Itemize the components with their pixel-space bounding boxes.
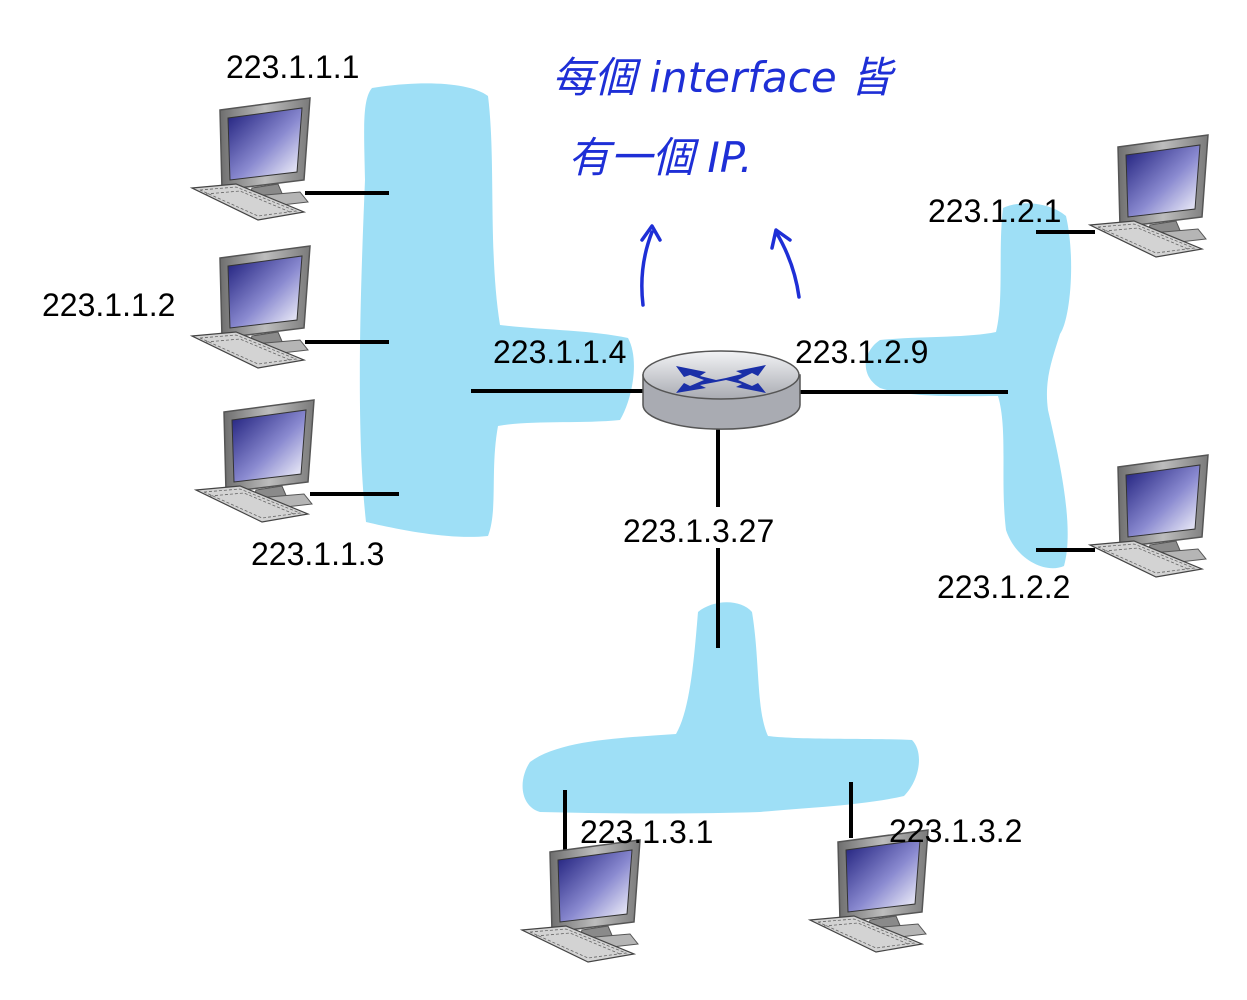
annotation-line-2: 有一個 IP.	[568, 133, 753, 182]
host-223-1-3-1-icon	[521, 839, 641, 963]
host-ip-label: 223.1.1.3	[251, 536, 384, 572]
host-ip-label: 223.1.3.1	[580, 814, 713, 850]
hand-drawn-up-arrow-icon	[770, 228, 801, 299]
host-ip-label: 223.1.1.1	[226, 49, 359, 85]
host-ip-label: 223.1.3.2	[889, 813, 1022, 849]
host-223-1-1-2-icon	[191, 245, 311, 369]
host-ip-label: 223.1.2.1	[928, 193, 1061, 229]
router-interface-label: 223.1.3.27	[623, 513, 774, 549]
subnet-223-1-3-blob	[522, 602, 919, 814]
host-223-1-2-1-icon	[1089, 134, 1209, 258]
hand-drawn-up-arrow-icon	[640, 224, 662, 307]
host-223-1-1-1-icon	[191, 97, 311, 221]
host-223-1-1-3-icon	[195, 399, 315, 523]
subnet-223-1-1-blob	[359, 83, 634, 537]
annotation-line-1: 每個 interface 皆	[552, 53, 896, 102]
router-interface-label: 223.1.1.4	[493, 334, 626, 370]
host-ip-label: 223.1.1.2	[42, 287, 175, 323]
router-icon	[642, 350, 801, 430]
subnet-223-1-2-blob	[865, 203, 1072, 569]
host-ip-label: 223.1.2.2	[937, 569, 1070, 605]
host-223-1-2-2-icon	[1089, 454, 1209, 578]
router-interface-label: 223.1.2.9	[795, 334, 928, 370]
